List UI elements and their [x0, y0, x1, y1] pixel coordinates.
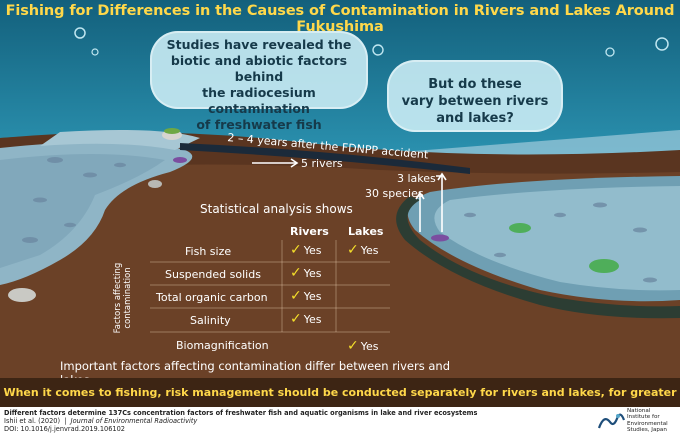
col-header-lakes: Lakes: [348, 225, 384, 238]
fish-icon: [173, 157, 187, 163]
bubble-line: vary between rivers: [401, 94, 549, 109]
yes-text: Yes: [360, 244, 379, 257]
tick-icon: ✓: [347, 242, 359, 258]
key-message-banner: When it comes to fishing, risk managemen…: [0, 378, 680, 428]
tick-icon: ✓: [290, 242, 302, 258]
doi: DOI: 10.1016/j.jenvrad.2019.106102: [4, 425, 125, 433]
tick-icon: ✓: [347, 338, 359, 354]
authors: Ishii et al. (2020): [4, 417, 61, 425]
side-label-line: Factors affecting: [113, 262, 123, 334]
citation-footer: Different factors determine 137Cs concen…: [0, 407, 680, 435]
bubble-line: the radiocesium contamination: [202, 85, 316, 116]
bubble-line: Studies have revealed the: [166, 37, 352, 52]
nies-logo-icon: [597, 413, 626, 429]
rivers-yes: ✓Yes: [290, 242, 322, 258]
rivers-yes: ✓Yes: [290, 288, 322, 304]
tick-icon: ✓: [290, 265, 302, 281]
rivers-yes: ✓Yes: [290, 311, 322, 327]
lakes-count: 3 lakes: [397, 172, 436, 185]
bubble-line: But do these: [428, 77, 522, 92]
institute-line: Studies, Japan: [627, 427, 667, 434]
rivers-yes: ✓Yes: [290, 265, 322, 281]
yes-text: Yes: [360, 340, 379, 353]
factor-label: Biomagnification: [176, 339, 269, 352]
tick-icon: ✓: [290, 311, 302, 327]
institute-line: Institute for: [627, 414, 660, 421]
arrow-right-icon: [252, 158, 299, 168]
citation-line: Ishii et al. (2020) | Journal of Environ…: [4, 417, 198, 425]
arrow-up-icon: [415, 172, 447, 232]
findings-bubble: Studies have revealed the biotic and abi…: [150, 31, 368, 132]
fish-icon: [431, 234, 449, 242]
side-label: Factors affecting contamination: [113, 253, 133, 343]
bubble-line: and lakes?: [436, 111, 514, 126]
lakes-yes: ✓Yes: [347, 338, 379, 354]
factor-label: Total organic carbon: [156, 291, 268, 304]
factor-label: Fish size: [185, 245, 232, 258]
lakes-yes: ✓Yes: [347, 242, 379, 258]
yes-text: Yes: [303, 244, 322, 257]
species-count: 30 species: [365, 187, 424, 200]
side-label-line: contamination: [123, 267, 133, 329]
bubble-line: of freshwater fish: [196, 117, 322, 132]
yes-text: Yes: [303, 313, 322, 326]
tick-icon: ✓: [290, 288, 302, 304]
article-title: Different factors determine 137Cs concen…: [4, 409, 478, 417]
institute-line: Environmental: [627, 420, 668, 427]
lily-pad-icon: [509, 223, 531, 233]
yes-text: Yes: [303, 267, 322, 280]
institute-name: National Institute for Environmental Stu…: [627, 408, 668, 434]
lily-pad-icon: [589, 259, 619, 273]
journal: Journal of Environmental Radioactivity: [70, 417, 198, 425]
yes-text: Yes: [303, 290, 322, 303]
bubble-icon: [74, 27, 86, 39]
bubble-line: biotic and abiotic factors behind: [170, 53, 348, 84]
analysis-heading: Statistical analysis shows: [200, 202, 353, 216]
factor-label: Salinity: [190, 314, 231, 327]
col-header-rivers: Rivers: [290, 225, 329, 238]
factor-label: Suspended solids: [165, 268, 261, 281]
rivers-count: 5 rivers: [301, 157, 343, 170]
question-bubble: But do these vary between rivers and lak…: [387, 60, 563, 132]
institute-line: National: [627, 408, 651, 414]
